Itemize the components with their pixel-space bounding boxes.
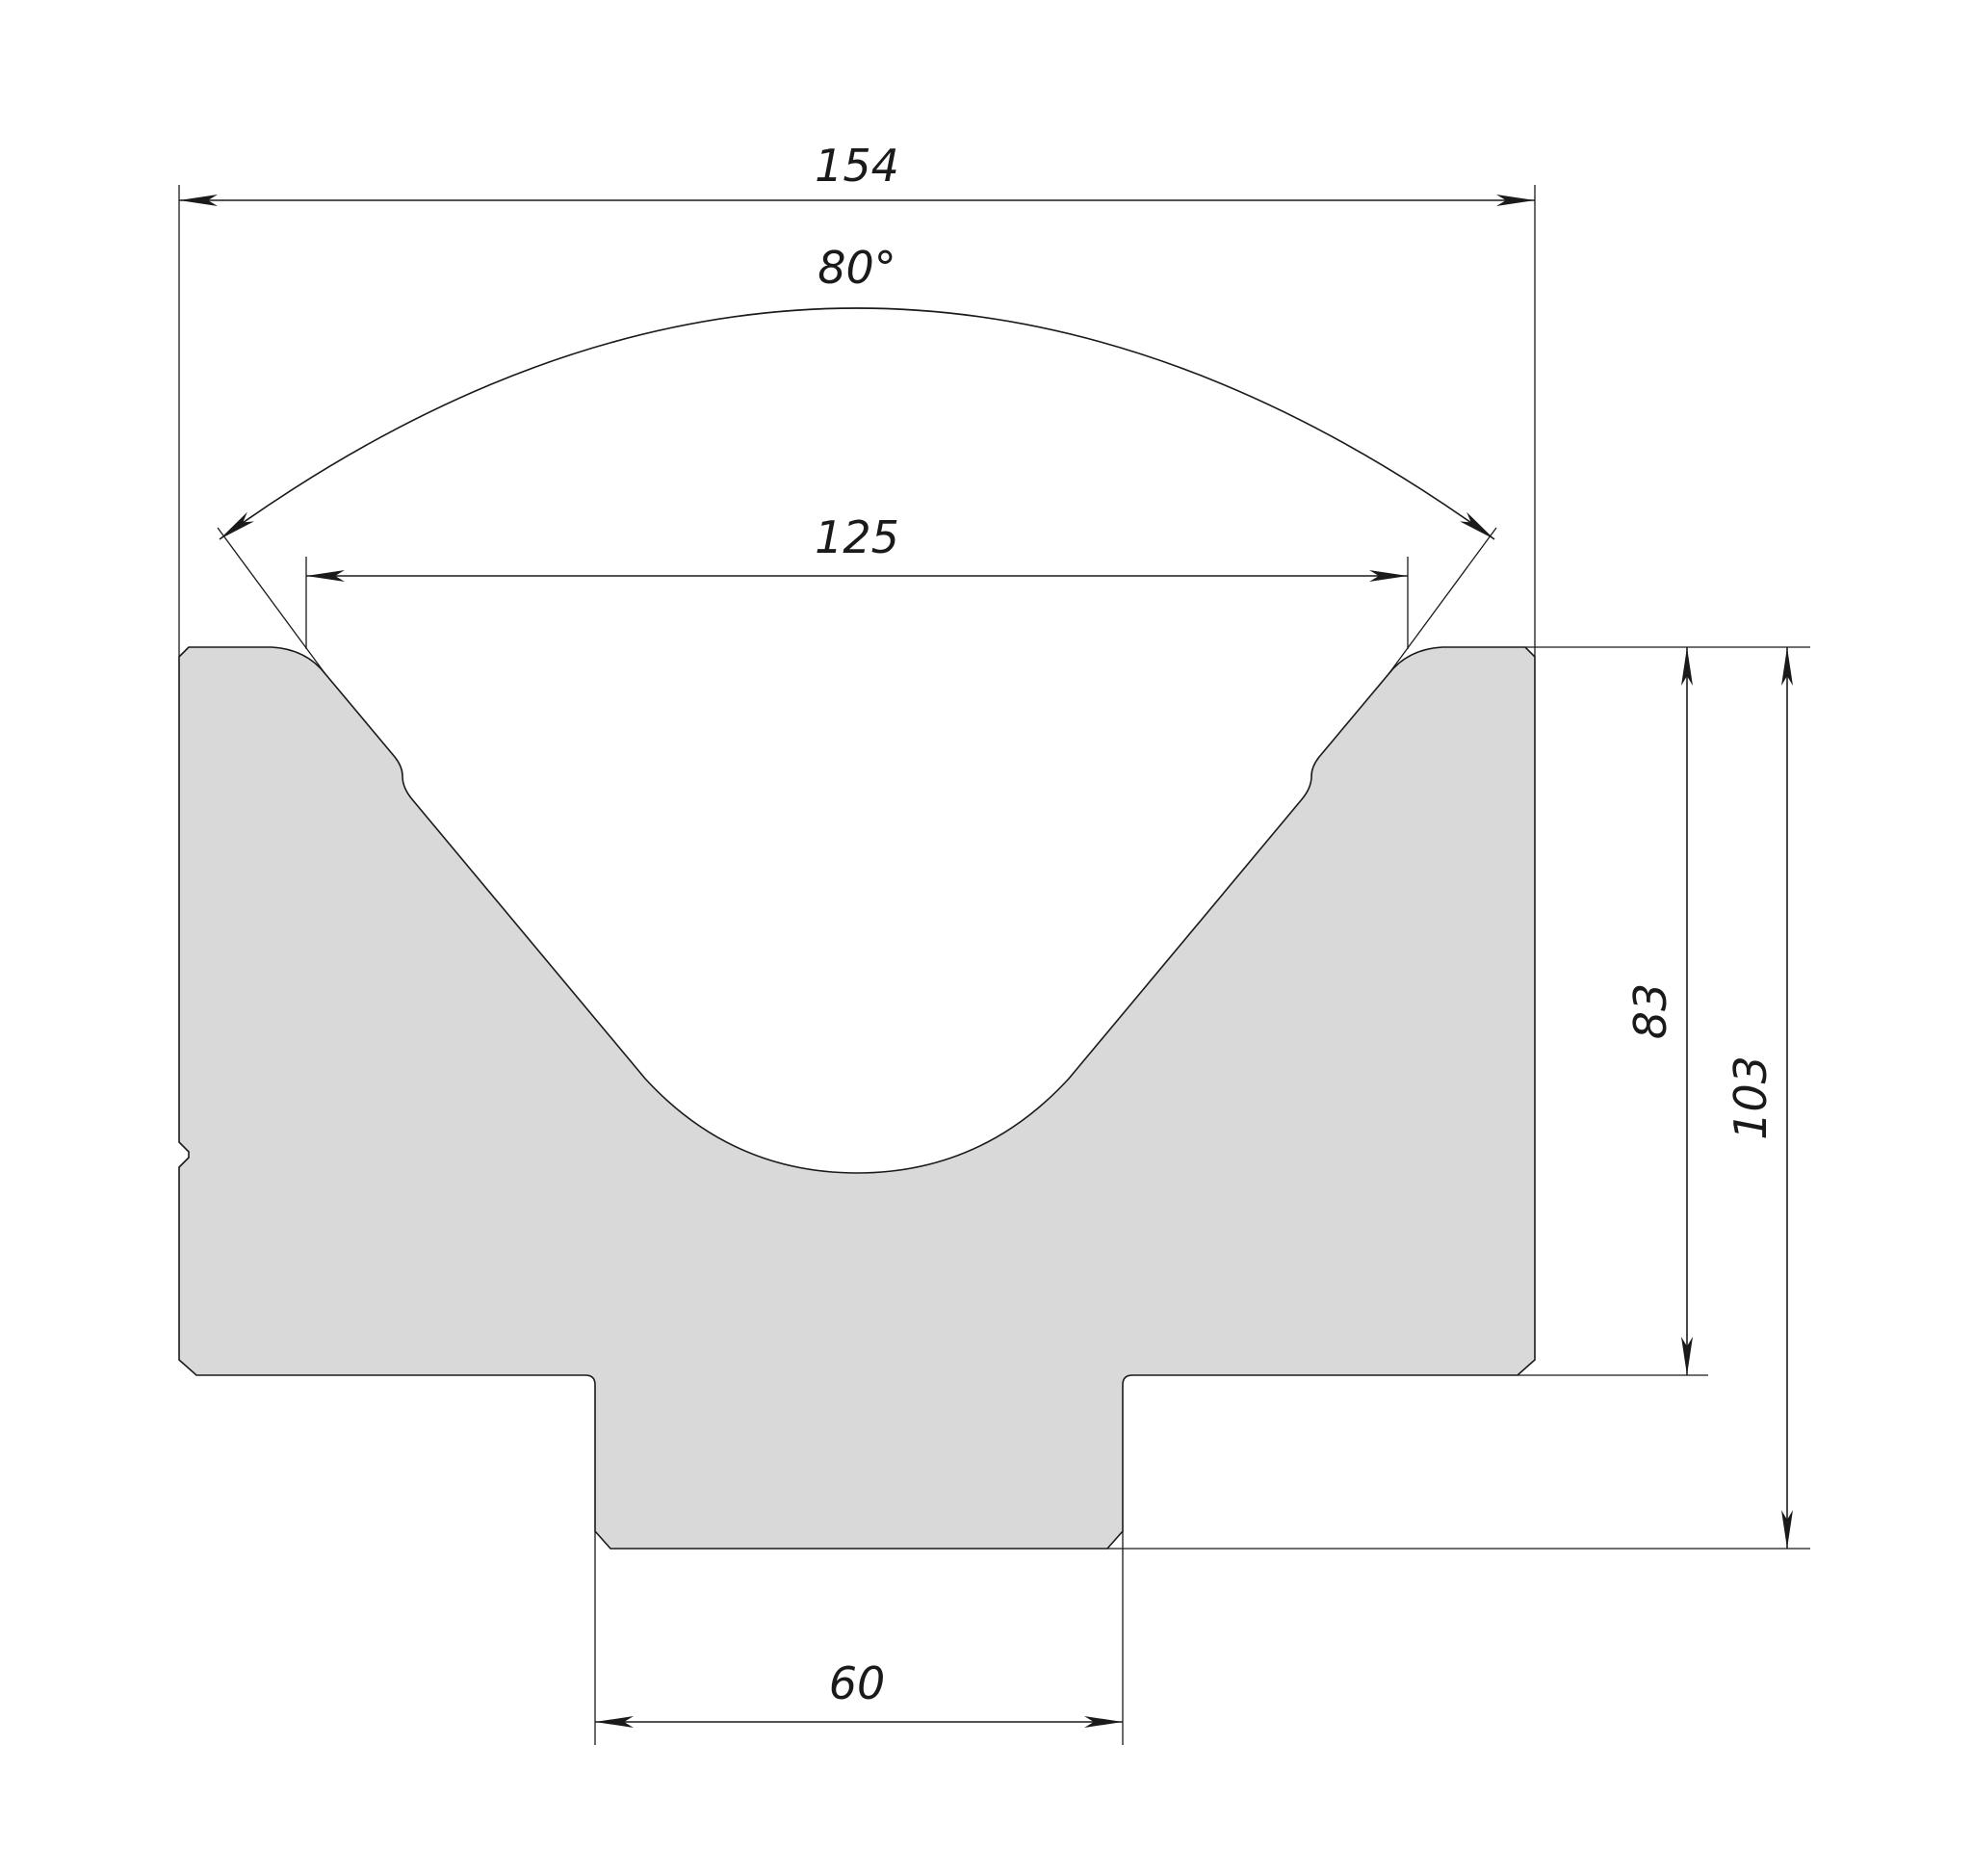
angle-leg-left [217,527,326,675]
dim-arc-80 [219,307,1495,540]
angle-leg-right [1388,527,1497,675]
die-profile [178,646,1536,1550]
dim-label-60: 60 [829,1657,886,1709]
dim-label-154: 154 [815,140,899,192]
dim-label-80-deg: 80° [817,242,896,294]
dim-label-125: 125 [815,511,899,563]
dim-label-103: 103 [1725,1055,1777,1140]
dim-label-83: 83 [1624,983,1676,1040]
